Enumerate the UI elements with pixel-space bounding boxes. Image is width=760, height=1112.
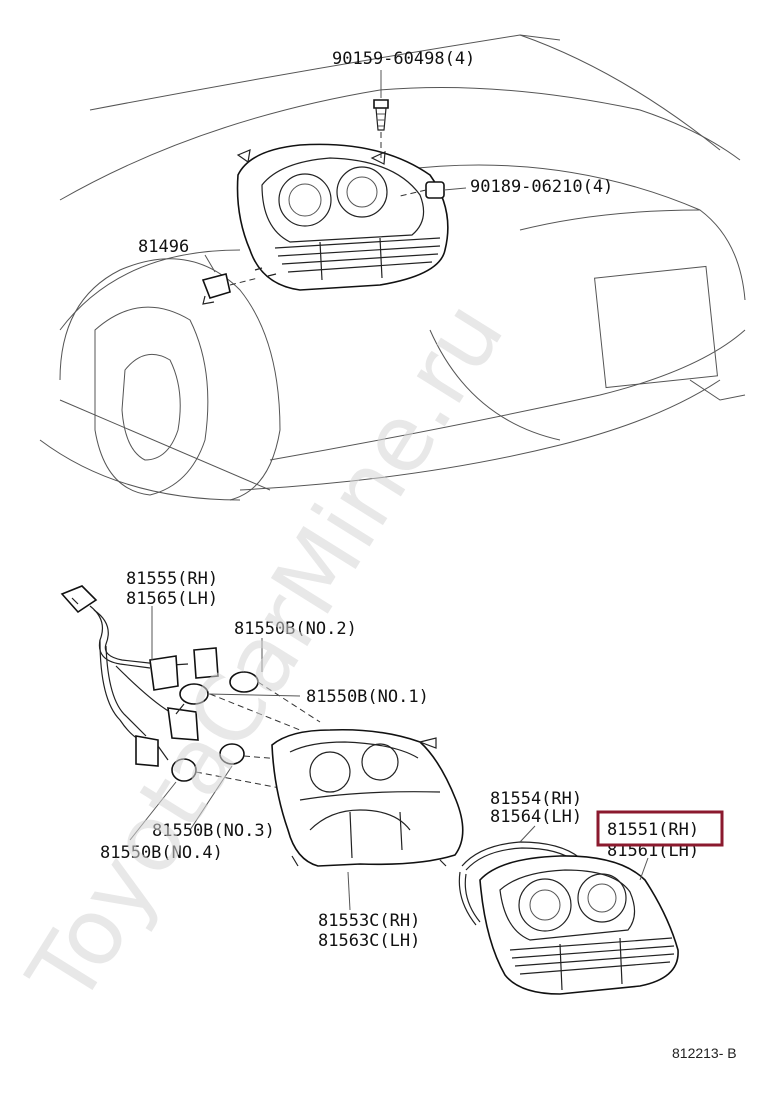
- reference-code: 812213- B: [672, 1045, 737, 1061]
- leader-lines: [129, 606, 649, 911]
- label-lens-rh[interactable]: 81551(RH): [607, 820, 699, 840]
- highlight-box[interactable]: [596, 810, 724, 847]
- nut-90189: [399, 181, 467, 199]
- watermark: ToyotaCarMine.ru: [7, 283, 524, 1022]
- label-socket-lh: 81565(LH): [126, 589, 218, 609]
- label-housing-lh: 81563C(LH): [318, 931, 420, 951]
- label-housing-rh: 81553C(RH): [318, 911, 420, 931]
- clip-81496: [201, 254, 259, 305]
- label-gasket-lh: 81564(LH): [490, 807, 582, 827]
- headlamp-lens: [479, 855, 679, 995]
- label-bulb-no3: 81550B(NO.3): [152, 821, 275, 841]
- label-bulb-no4: 81550B(NO.4): [100, 843, 223, 863]
- bulb-no4: [171, 758, 197, 782]
- label-screw: 90159-60498(4): [332, 49, 475, 69]
- label-gasket-rh: 81554(RH): [490, 789, 582, 809]
- bulb-no3: [219, 743, 245, 765]
- car-body-outline: [39, 34, 746, 501]
- screw-90159: [373, 70, 389, 160]
- wiring-harness-socket: [60, 585, 219, 767]
- bulbs: [171, 671, 321, 791]
- label-bulb-no1: 81550B(NO.1): [306, 687, 429, 707]
- label-socket-rh: 81555(RH): [126, 569, 218, 589]
- headlamp-housing: [271, 728, 464, 867]
- label-nut: 90189-06210(4): [470, 177, 613, 197]
- label-clip: 81496: [138, 237, 189, 257]
- label-bulb-no2: 81550B(NO.2): [234, 619, 357, 639]
- headlamp-assembly-installed: [236, 143, 449, 291]
